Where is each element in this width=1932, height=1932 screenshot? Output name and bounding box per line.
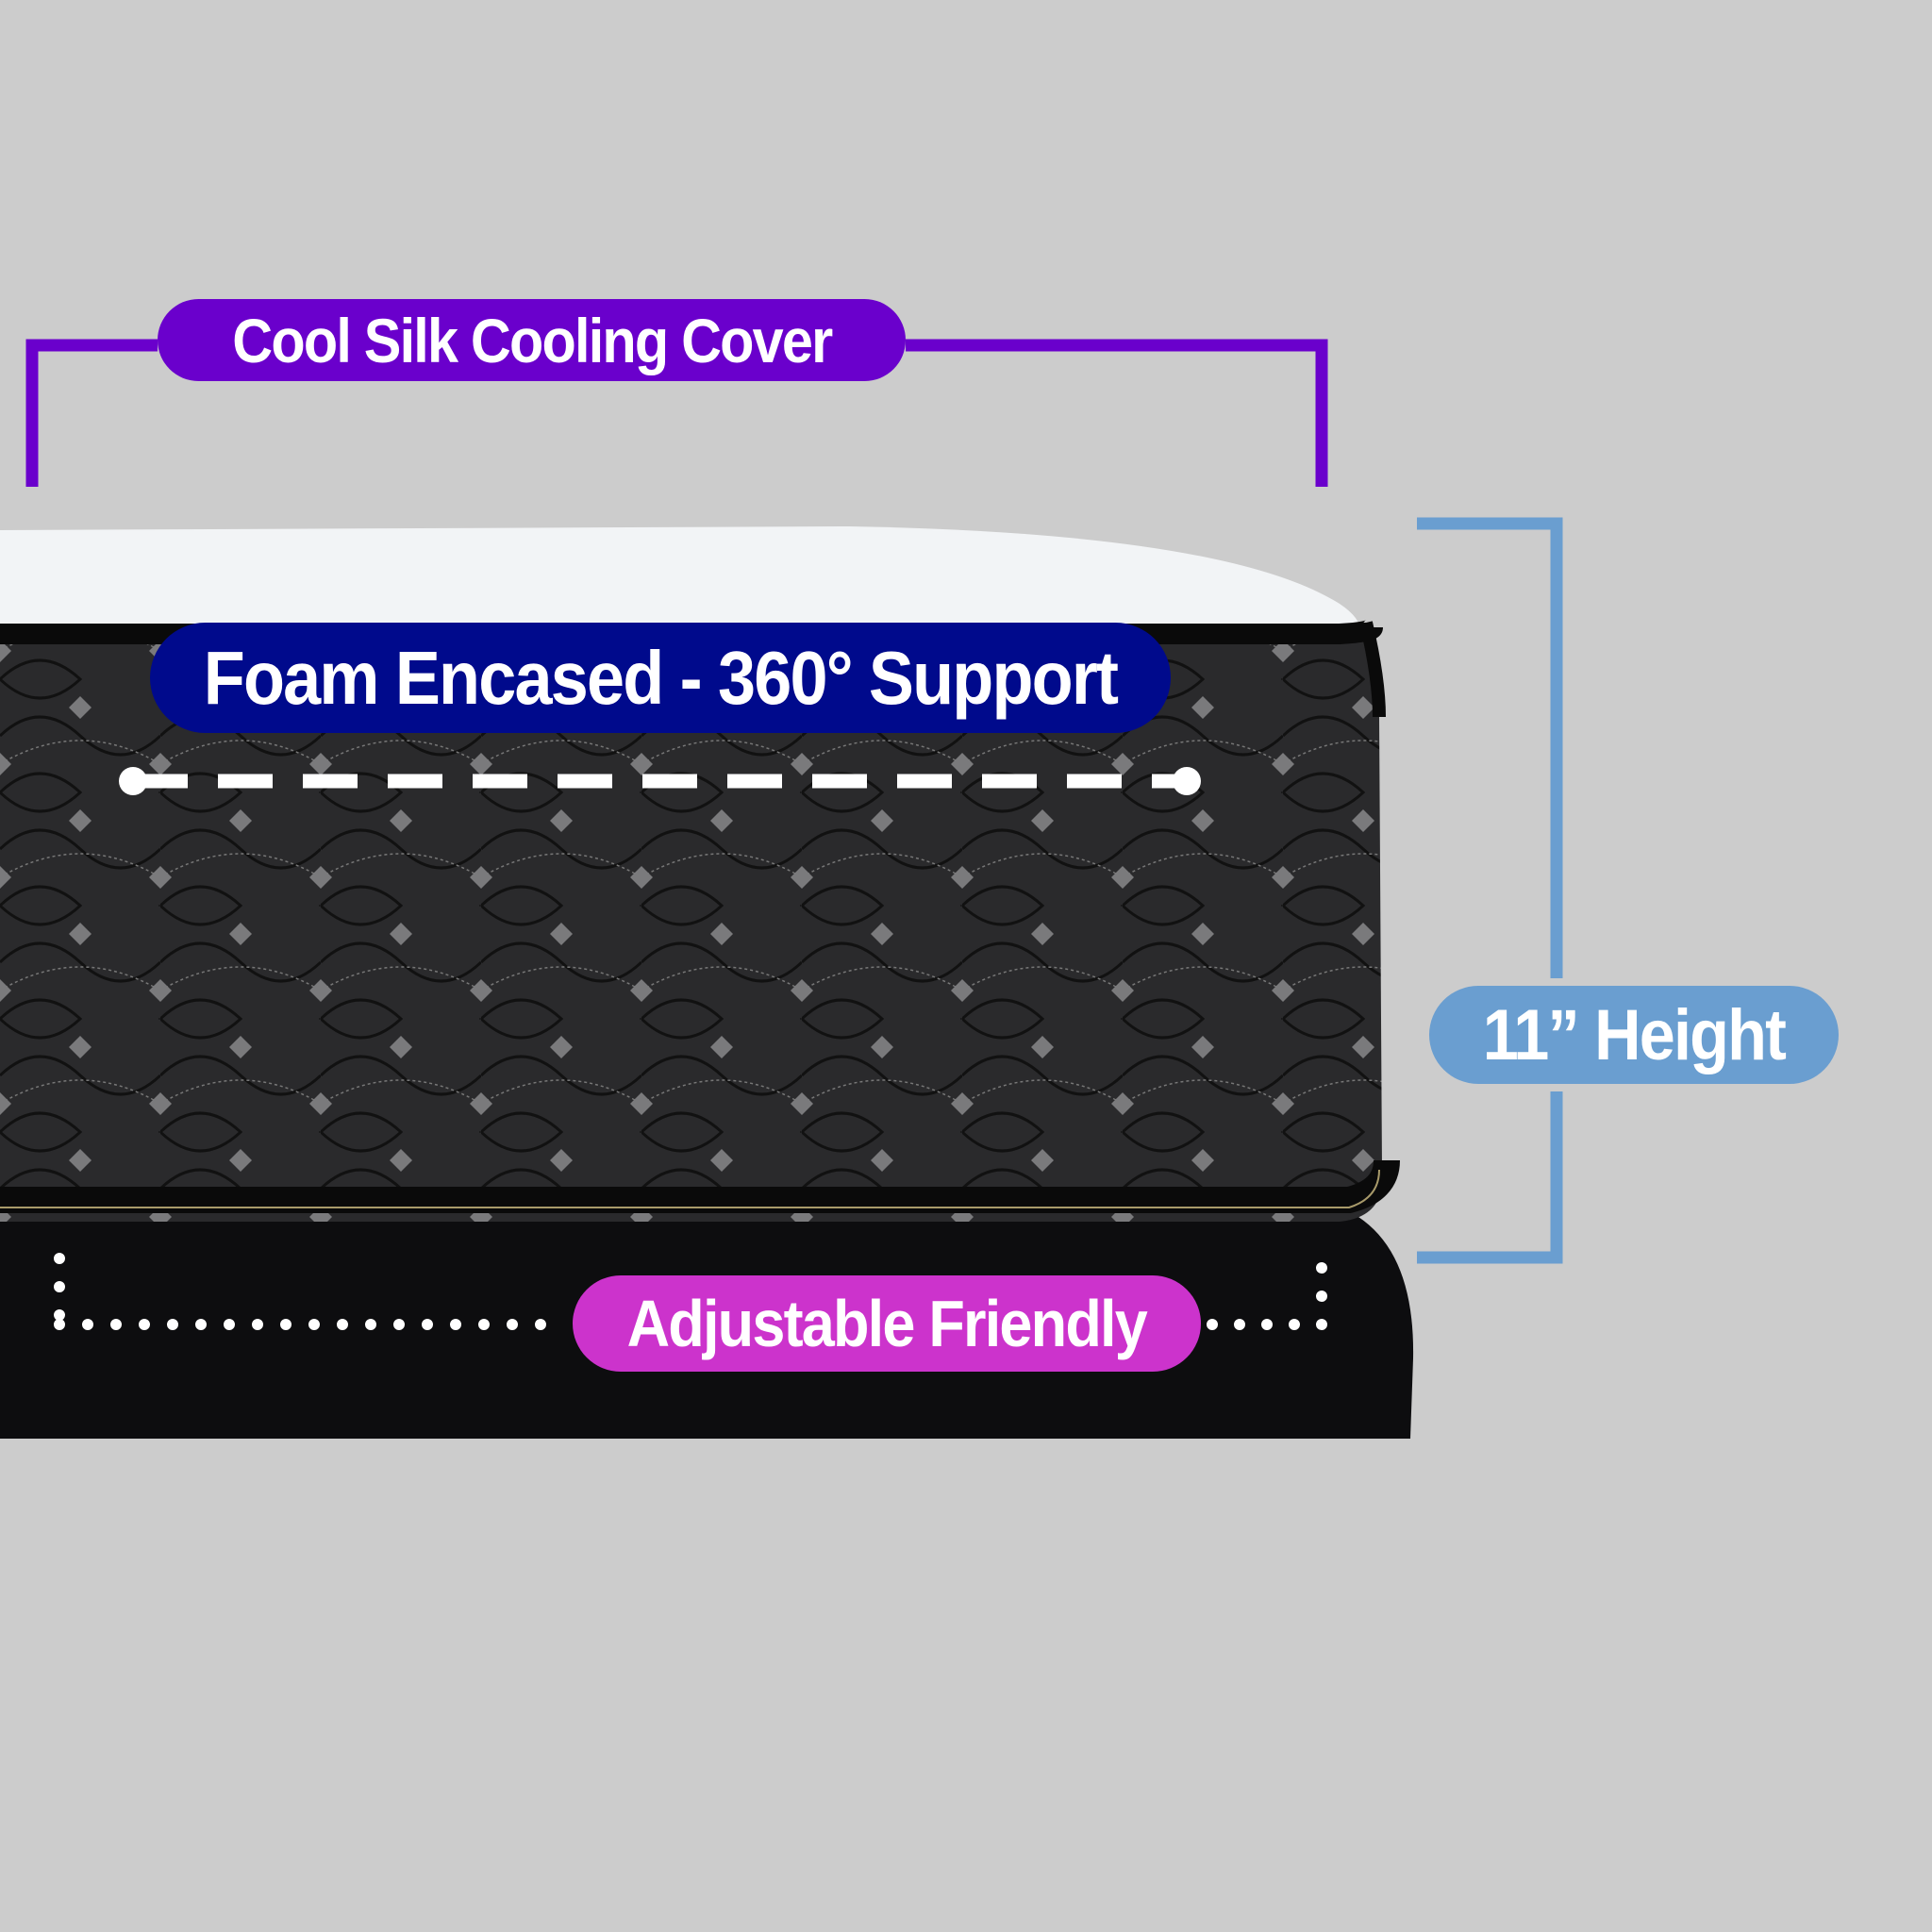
height-label-text: 11” Height [1482, 994, 1787, 1075]
cover-label: Cool Silk Cooling Cover [158, 299, 906, 381]
support-label-text: Foam Encased - 360° Support [203, 635, 1119, 720]
adjustable-label-text: Adjustable Friendly [626, 1287, 1148, 1360]
support-dashed-line [119, 767, 1201, 795]
adjustable-label: Adjustable Friendly [573, 1275, 1201, 1372]
height-label: 11” Height [1429, 986, 1839, 1084]
cover-label-text: Cool Silk Cooling Cover [231, 305, 833, 375]
adjustable-dotted-line [54, 1253, 1327, 1330]
support-label: Foam Encased - 360° Support [150, 623, 1171, 733]
